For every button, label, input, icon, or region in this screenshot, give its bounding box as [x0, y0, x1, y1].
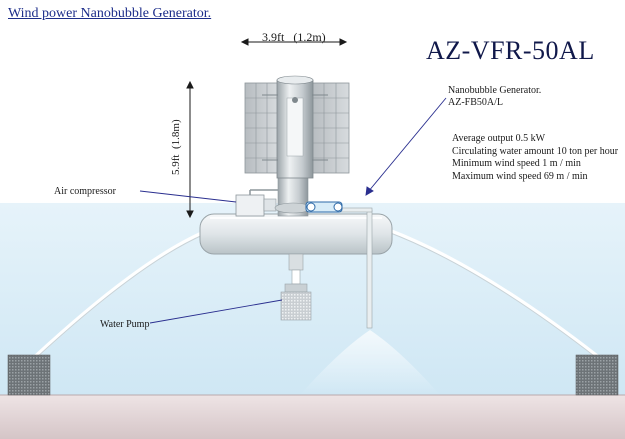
leader-generator	[367, 97, 447, 193]
page-title: Wind power Nanobubble Generator.	[8, 6, 212, 21]
pump-shaft	[288, 253, 304, 271]
spec-average-output: Average output 0.5 kW	[452, 133, 546, 144]
mooring-rope-right	[386, 228, 600, 359]
turbine-blade-right	[311, 82, 350, 174]
anchor-block-left	[7, 354, 51, 396]
height-dimension-label: 5.9ft (1.8m)	[170, 119, 182, 175]
nanobubble-generator-name: Nanobubble Generator.	[448, 85, 542, 96]
nanobubble-generator-label: Nanobubble Generator. AZ-FB50A/L	[448, 85, 541, 109]
anchor-block-right	[575, 354, 619, 396]
width-dimension-arrow	[240, 38, 348, 46]
bubble-plume	[300, 330, 440, 395]
water-pump	[280, 291, 312, 321]
spec-minimum-wind-speed: Minimum wind speed 1 m / min	[452, 158, 581, 169]
spec-list: Average output 0.5 kW Circulating water …	[452, 133, 618, 183]
air-compressor	[235, 194, 265, 217]
width-dimension-label: 3.9ft (1.2m)	[262, 30, 326, 44]
model-number: AZ-VFR-50AL	[426, 36, 595, 65]
leader-water-pump	[149, 299, 283, 324]
spec-maximum-wind-speed: Maximum wind speed 69 m / min	[452, 170, 588, 182]
nanobubble-generator-model: AZ-FB50A/L	[448, 97, 503, 108]
leader-lines	[139, 97, 447, 324]
water-pump-label: Water Pump	[100, 319, 150, 330]
mooring-ropes	[33, 228, 600, 359]
air-compressor-label: Air compressor	[54, 186, 116, 197]
seabed-ground	[0, 395, 625, 439]
float-tank	[199, 213, 393, 255]
leader-air-compressor	[139, 190, 237, 203]
discharge-pipe	[366, 209, 373, 329]
spec-circulating-water: Circulating water amount 10 ton per hour	[452, 145, 619, 157]
height-dimension-arrow	[186, 80, 194, 219]
turbine-blade-left	[244, 82, 279, 174]
mooring-rope-left	[33, 230, 207, 359]
